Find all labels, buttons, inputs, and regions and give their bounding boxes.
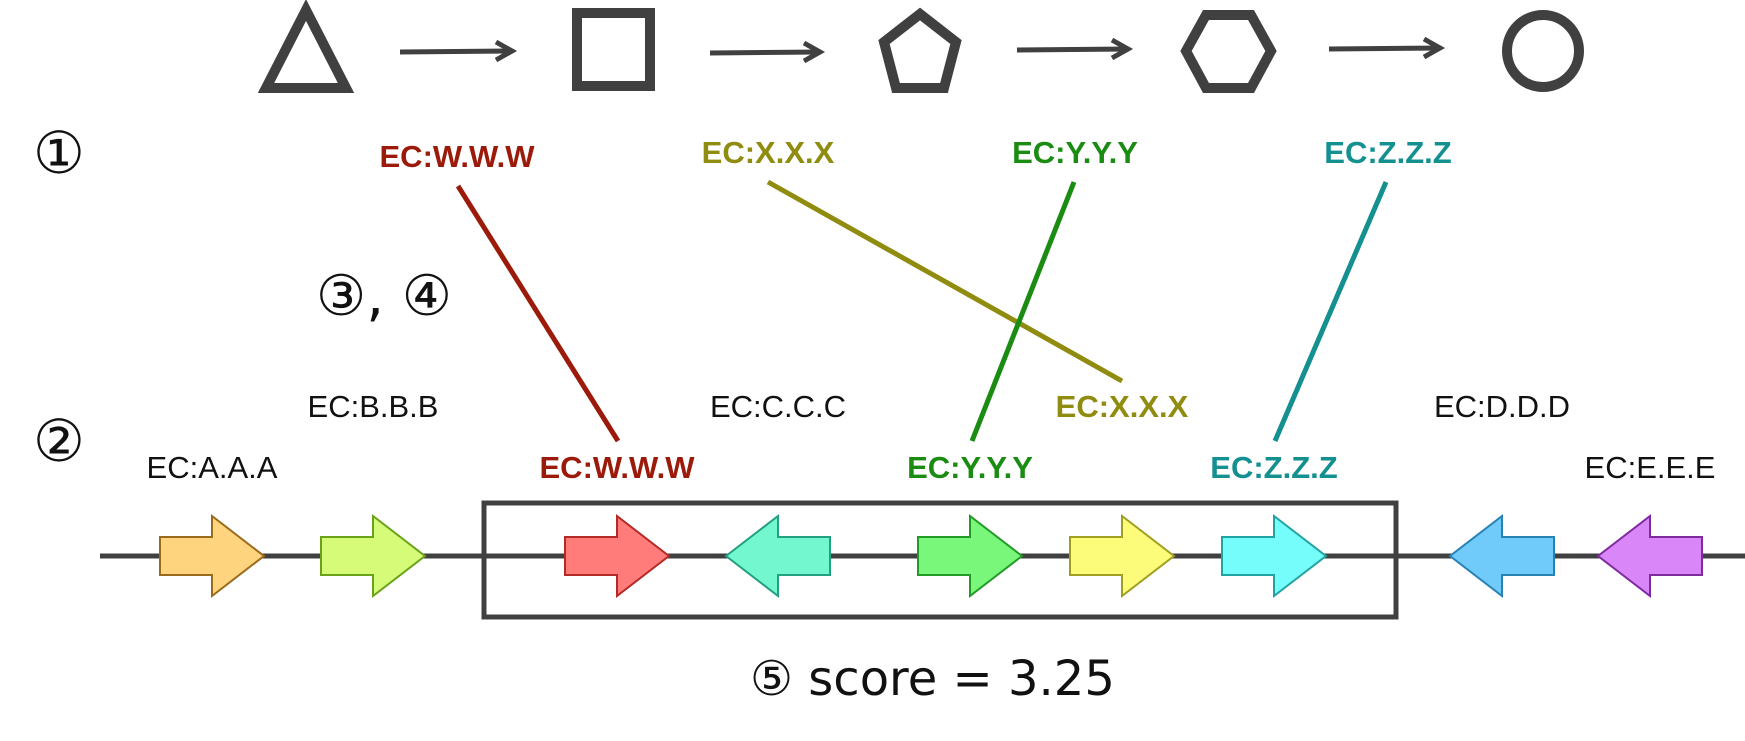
gene-cluster-box: [481, 500, 1399, 620]
pathway-row: [257, 0, 1584, 93]
pathway-arrow: [1016, 46, 1129, 53]
gene-arrows: [159, 513, 1703, 599]
hexagon-icon: [1180, 10, 1277, 93]
gene-arrow-reverse: [724, 513, 831, 599]
pathway-arrow-head: [1110, 37, 1134, 61]
pathway-ec-label: EC:X.X.X: [702, 135, 835, 170]
pathway-ec-label: EC:W.W.W: [380, 139, 536, 174]
gene-label: EC:B.B.B: [308, 389, 439, 424]
gene-arrow-reverse: [1448, 513, 1555, 599]
pathway-arrow: [399, 48, 513, 55]
pathway-ec-labels: EC:W.W.W EC:X.X.X EC:Y.Y.Y EC:Z.Z.Z: [380, 135, 1452, 174]
pathway-arrow: [709, 49, 821, 56]
match-line-y: [969, 181, 1077, 442]
step-3-4-marker: ③, ④: [316, 264, 452, 329]
pathway-ec-label: EC:Z.Z.Z: [1324, 135, 1451, 170]
gene-arrow-forward: [159, 513, 266, 599]
gene-label: EC:D.D.D: [1434, 389, 1570, 424]
gene-label: EC:A.A.A: [147, 450, 278, 485]
pathway-arrow-head: [1422, 36, 1446, 60]
gene-label: EC:W.W.W: [540, 450, 696, 485]
gene-label: EC:C.C.C: [710, 389, 846, 424]
match-line-x: [766, 179, 1124, 384]
gene-arrow-forward: [564, 513, 671, 599]
triangle-icon: [257, 0, 355, 93]
gene-label: EC:Z.Z.Z: [1210, 450, 1337, 485]
square-icon: [572, 8, 655, 91]
circle-icon: [1502, 10, 1584, 92]
pathway-arrow-head: [802, 40, 826, 64]
match-line-w: [455, 184, 621, 443]
gene-labels: EC:A.A.A EC:B.B.B EC:W.W.W EC:C.C.C EC:Y.Y.Y…: [147, 389, 1716, 485]
pathway-arrows: [399, 36, 1446, 64]
gene-label: EC:X.X.X: [1056, 389, 1189, 424]
gene-label: EC:E.E.E: [1585, 450, 1716, 485]
step-markers: ① ② ③, ④ ⑤ score = 3.25: [33, 119, 1115, 707]
step-2-marker: ②: [33, 407, 85, 475]
gene-arrow-forward: [917, 513, 1024, 599]
gene-arrow-forward: [1221, 513, 1328, 599]
pathway-arrow-head: [494, 39, 518, 63]
gene-arrow-reverse: [1596, 513, 1703, 599]
match-lines: [455, 179, 1389, 443]
step-1-marker: ①: [33, 119, 85, 187]
gene-label: EC:Y.Y.Y: [907, 450, 1033, 485]
pathway-ec-label: EC:Y.Y.Y: [1012, 135, 1138, 170]
pathway-arrow: [1328, 45, 1441, 52]
gene-arrow-forward: [1069, 513, 1176, 599]
step-5-score: ⑤ score = 3.25: [750, 651, 1115, 707]
match-line-z: [1272, 181, 1389, 442]
gene-arrow-forward: [320, 513, 427, 599]
pentagon-icon: [878, 7, 962, 93]
